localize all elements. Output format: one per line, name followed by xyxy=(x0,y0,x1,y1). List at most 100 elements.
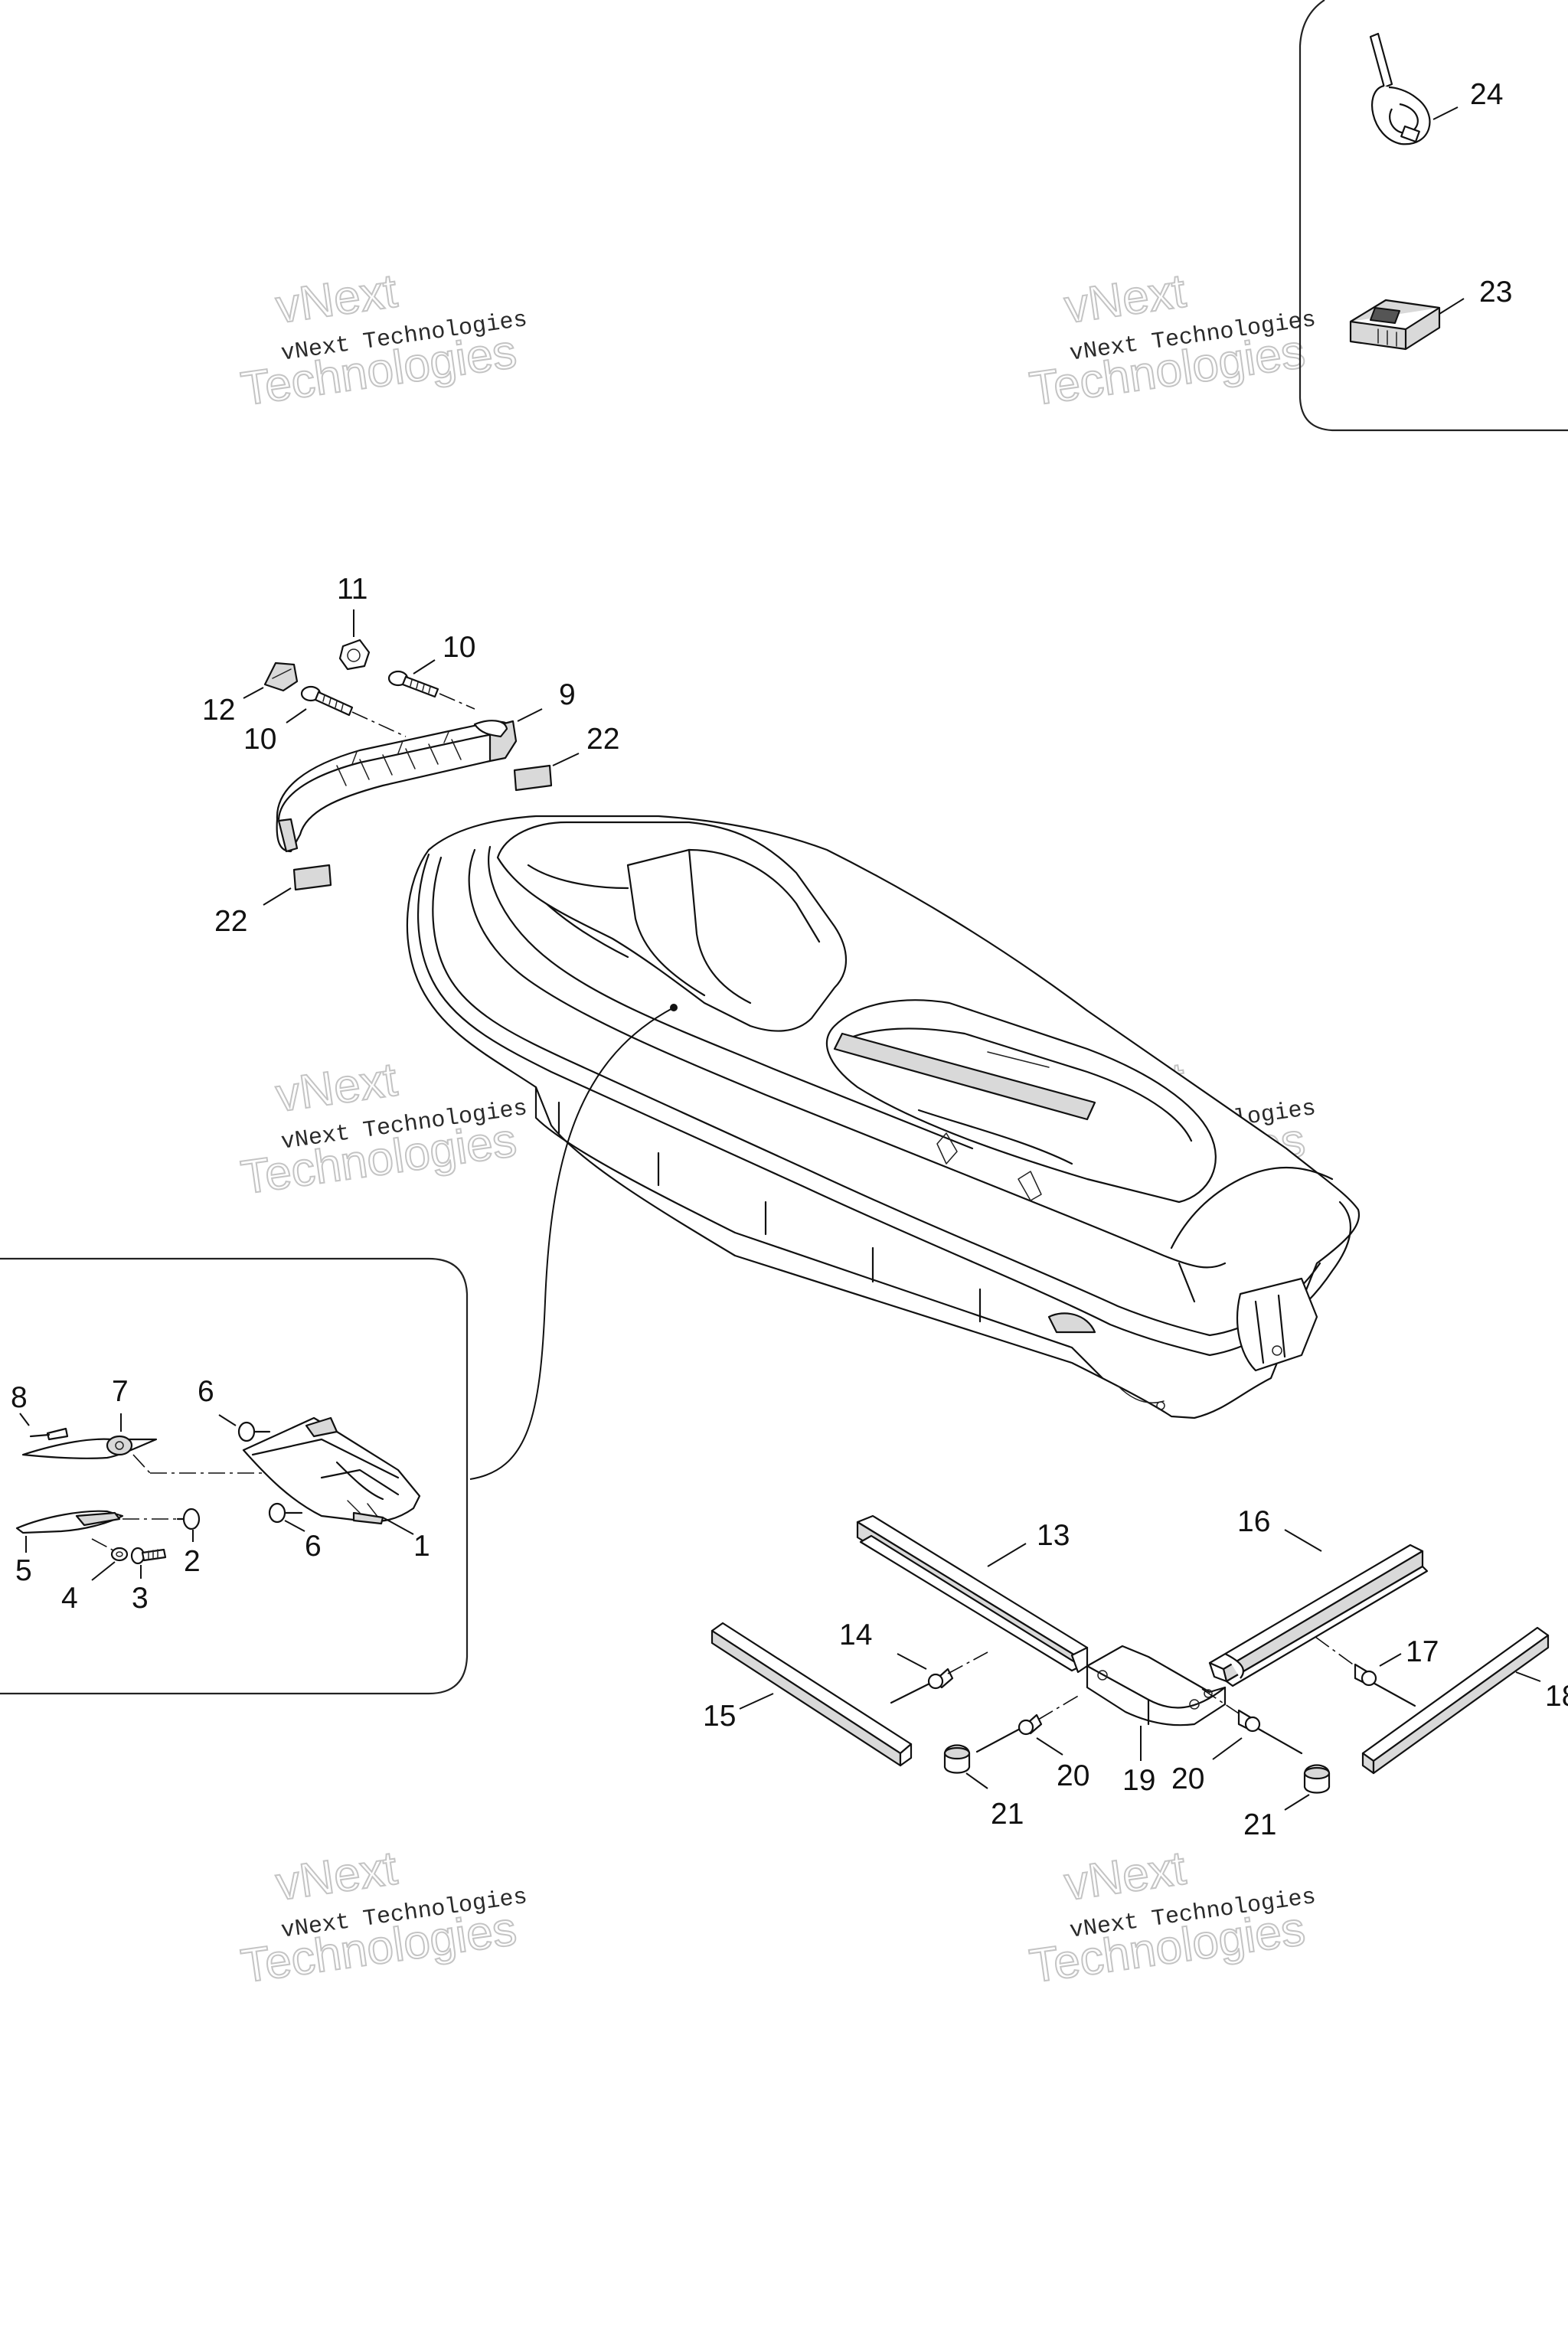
connector-icon xyxy=(1349,299,1441,351)
leader-12 xyxy=(243,687,264,699)
leader-8 xyxy=(19,1413,30,1426)
leader-22-left xyxy=(263,887,292,906)
watermark-bottom-right: vNext vNext Technologies Technologies xyxy=(1026,1841,1318,1994)
callout-13: 13 xyxy=(1037,1519,1070,1552)
leader-23 xyxy=(1439,298,1465,315)
leader-21-right xyxy=(1284,1794,1310,1811)
leader-20-right xyxy=(1212,1737,1243,1760)
rivet-icon-20-left xyxy=(975,1713,1043,1753)
callout-6-upper: 6 xyxy=(198,1375,214,1408)
callout-5: 5 xyxy=(15,1554,32,1587)
pad-icon-right xyxy=(513,764,553,792)
fastening-axis-10-upper xyxy=(439,693,475,710)
rail-icon-13 xyxy=(856,1514,1089,1674)
plug-icon-21-left xyxy=(943,1744,971,1774)
callout-3: 3 xyxy=(132,1582,149,1615)
pad-icon-left xyxy=(292,864,332,891)
watermark-big-top: vNext xyxy=(1061,1842,1189,1911)
callout-22-left: 22 xyxy=(214,905,247,938)
callout-16: 16 xyxy=(1237,1505,1270,1538)
callout-10-lower: 10 xyxy=(243,723,276,756)
washer-icon xyxy=(110,1547,129,1562)
vent-cover-icon xyxy=(242,1416,421,1525)
cap-icon xyxy=(176,1508,201,1530)
callout-4: 4 xyxy=(61,1582,78,1615)
rail-icon-18 xyxy=(1361,1626,1550,1775)
callout-21-right: 21 xyxy=(1243,1808,1276,1841)
rail-icon-16 xyxy=(1208,1544,1429,1687)
callout-15: 15 xyxy=(703,1700,736,1733)
leader-14 xyxy=(897,1653,927,1670)
fastening-axis-7 xyxy=(132,1454,151,1474)
watermark-big-top: vNext xyxy=(273,265,400,334)
callout-21-left: 21 xyxy=(991,1798,1024,1831)
rail-icon-15 xyxy=(710,1622,913,1767)
callout-14: 14 xyxy=(839,1619,872,1651)
callout-10-upper: 10 xyxy=(443,631,475,664)
callout-12: 12 xyxy=(202,694,235,727)
leader-24 xyxy=(1432,106,1459,120)
fastening-axis-10-lower xyxy=(351,711,407,737)
leader-10-lower xyxy=(286,708,307,724)
fastening-axis-4 xyxy=(91,1538,116,1552)
inset-box-top-right xyxy=(1298,0,1568,432)
watermark-big-top: vNext xyxy=(273,1054,400,1122)
leader-16 xyxy=(1284,1529,1322,1552)
rivet-icon-lower xyxy=(268,1502,303,1524)
leader-6-upper xyxy=(218,1414,237,1426)
watermark-middle-left: vNext vNext Technologies Technologies xyxy=(237,1053,529,1206)
callout-19: 19 xyxy=(1122,1764,1155,1797)
cable-tie-icon xyxy=(1369,32,1431,145)
fastening-axis-17 xyxy=(1315,1636,1356,1667)
emblem-icon xyxy=(21,1435,158,1459)
fastening-axis-20-left xyxy=(1037,1694,1080,1720)
leader-22-right xyxy=(552,753,580,766)
leader-18 xyxy=(1515,1671,1541,1682)
leader-9 xyxy=(517,708,543,722)
callout-11: 11 xyxy=(337,573,368,606)
watermark-big-top: vNext xyxy=(273,1842,400,1911)
callout-17: 17 xyxy=(1406,1635,1439,1668)
leader-10-upper xyxy=(413,659,436,675)
leader-17 xyxy=(1379,1653,1402,1667)
hull-body-illustration xyxy=(406,815,1361,1419)
watermark-bottom-left: vNext vNext Technologies Technologies xyxy=(237,1841,529,1994)
callout-18: 18 xyxy=(1545,1680,1568,1713)
callout-24: 24 xyxy=(1470,78,1503,111)
grab-handle-icon xyxy=(276,720,518,853)
callout-6-lower: 6 xyxy=(305,1530,322,1563)
callout-7: 7 xyxy=(112,1375,129,1408)
callout-20-right: 20 xyxy=(1171,1762,1204,1795)
trim-strip-icon xyxy=(15,1510,124,1534)
leader-13 xyxy=(987,1543,1027,1567)
screw-icon-upper xyxy=(387,670,439,698)
nut-icon xyxy=(338,639,371,671)
callout-8: 8 xyxy=(11,1381,28,1414)
callout-9: 9 xyxy=(559,678,576,711)
leader-21-left xyxy=(965,1772,988,1789)
screw-icon-lower xyxy=(300,685,354,717)
leader-6-lower xyxy=(284,1520,305,1532)
fastening-axis-14 xyxy=(947,1651,988,1674)
rivet-icon-17 xyxy=(1354,1663,1416,1707)
inset-box-left xyxy=(0,1257,469,1695)
small-screw-icon xyxy=(130,1547,167,1565)
watermark-top-left: vNext vNext Technologies Technologies xyxy=(237,264,529,417)
leader-1 xyxy=(382,1517,414,1535)
callout-1: 1 xyxy=(413,1530,430,1563)
reference-leader-to-inset xyxy=(469,1007,675,1480)
watermark-top-right: vNext vNext Technologies Technologies xyxy=(1026,264,1318,417)
callout-22-right: 22 xyxy=(586,723,619,756)
callout-20-left: 20 xyxy=(1057,1759,1089,1792)
leader-20-left xyxy=(1036,1737,1063,1756)
pin-icon xyxy=(29,1427,69,1441)
fastening-axis-20-right xyxy=(1201,1688,1240,1714)
clip-icon xyxy=(263,662,299,692)
watermark-big-top: vNext xyxy=(1061,265,1189,334)
callout-2: 2 xyxy=(184,1545,201,1578)
rivet-icon-14 xyxy=(890,1668,954,1704)
plug-icon-21-right xyxy=(1303,1764,1331,1794)
rivet-icon-20-right xyxy=(1237,1709,1303,1755)
leader-15 xyxy=(739,1693,774,1710)
